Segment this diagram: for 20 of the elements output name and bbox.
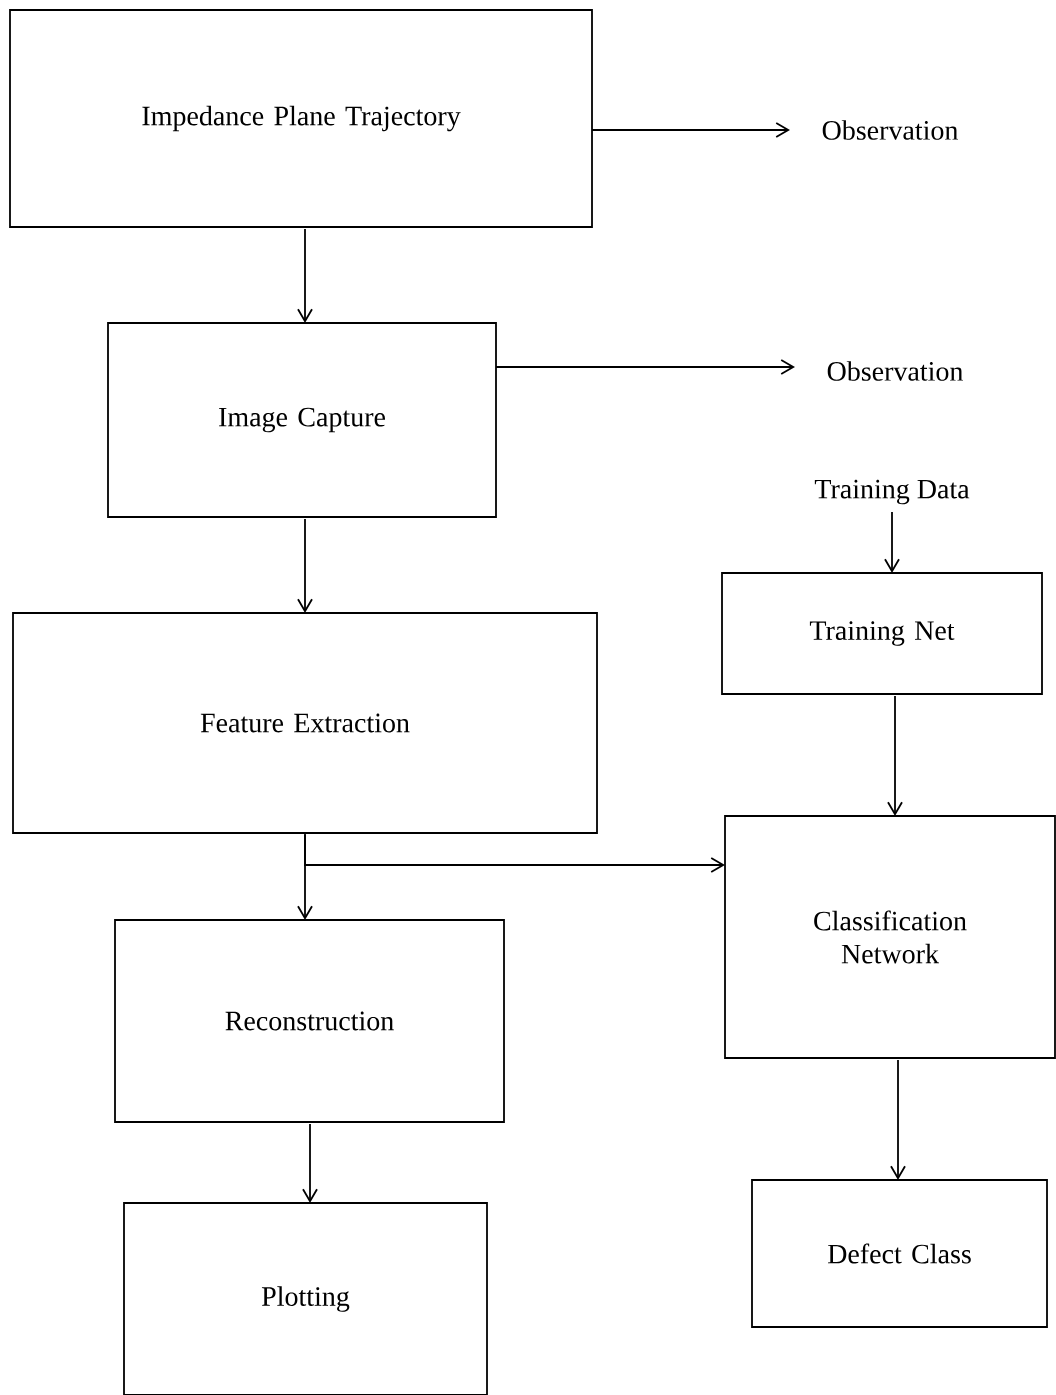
arrow	[591, 122, 790, 138]
arrow	[884, 511, 900, 573]
process-box: Feature Extraction	[12, 612, 598, 834]
process-box: Training Net	[721, 572, 1043, 695]
arrow	[887, 695, 903, 816]
process-box: Reconstruction	[114, 919, 505, 1123]
text-label: Training Data	[814, 479, 970, 505]
arrow	[302, 1123, 318, 1203]
process-box: Image Capture	[107, 322, 497, 518]
arrow	[297, 228, 313, 323]
arrow	[304, 832, 725, 873]
arrow	[890, 1059, 906, 1180]
process-box: Impedance Plane Trajectory	[9, 9, 593, 228]
arrow	[297, 518, 313, 613]
text-label: Observation	[827, 361, 963, 381]
process-box: Defect Class	[751, 1179, 1048, 1328]
process-box: Classification Network	[724, 815, 1056, 1059]
arrow	[495, 359, 795, 375]
text-label: Observation	[822, 120, 958, 140]
process-box: Plotting	[123, 1202, 488, 1395]
